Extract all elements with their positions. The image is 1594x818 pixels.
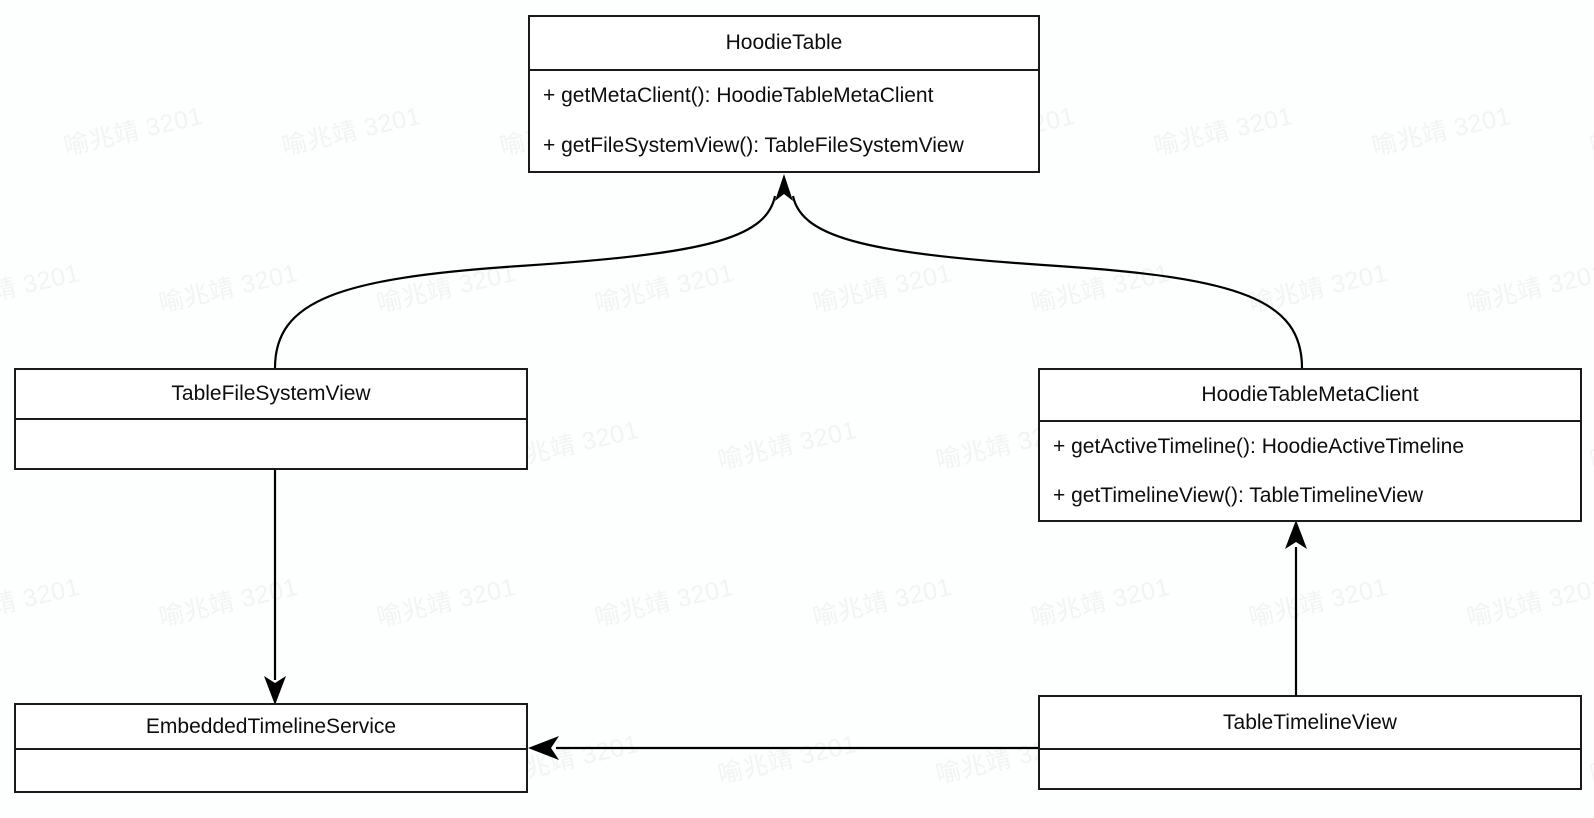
watermark-text: 喻兆靖 3201 — [373, 0, 519, 6]
watermark-text: 喻兆靖 3201 — [592, 573, 737, 633]
watermark-text: 喻兆靖 3201 — [1027, 0, 1173, 6]
class-box-embedded-timeline-service[interactable]: EmbeddedTimelineService — [14, 703, 528, 793]
watermark-text: 喻兆靖 3201 — [810, 259, 955, 319]
watermark-text: 喻兆靖 3201 — [1464, 573, 1594, 633]
class-box-hoodie-table-meta-client[interactable]: HoodieTableMetaClient + getActiveTimelin… — [1038, 368, 1582, 522]
class-title-hoodie-table-meta-client: HoodieTableMetaClient — [1040, 370, 1580, 422]
watermark-text: 喻兆靖 3201 — [156, 259, 301, 319]
class-member: + getMetaClient(): HoodieTableMetaClient — [543, 84, 934, 108]
watermark-text: 喻兆靖 3201 — [0, 259, 83, 319]
class-title-embedded-timeline-service: EmbeddedTimelineService — [16, 705, 526, 750]
watermark-text: 喻兆靖 3201 — [1028, 259, 1173, 319]
watermark-text: 喻兆靖 3201 — [1028, 573, 1173, 633]
watermark-text: 喻兆靖 3201 — [1463, 0, 1594, 6]
watermark-text: 喻兆靖 3201 — [156, 573, 301, 633]
relationship-tablefilesystemview-to-embeddedtimelineservice — [264, 470, 286, 705]
watermark-text: 喻兆靖 3201 — [1587, 730, 1594, 790]
class-title-hoodie-table: HoodieTable — [530, 17, 1038, 71]
watermark-text: 喻兆靖 3201 — [810, 573, 955, 633]
watermark-text: 喻兆靖 3201 — [1151, 102, 1296, 162]
relationship-tabletimelineview-to-hoodietablemetaclient — [1285, 520, 1307, 695]
watermark-text: 喻兆靖 3201 — [374, 573, 519, 633]
watermark-text: 喻兆靖 3201 — [1464, 259, 1594, 319]
class-members-table-file-system-view — [16, 420, 526, 468]
class-members-hoodie-table-meta-client: + getActiveTimeline(): HoodieActiveTimel… — [1040, 422, 1580, 520]
watermark-text: 喻兆靖 3201 — [1369, 102, 1514, 162]
class-member: + getActiveTimeline(): HoodieActiveTimel… — [1053, 434, 1465, 458]
watermark-text: 喻兆靖 3201 — [279, 102, 424, 162]
watermark-text: 喻兆靖 3201 — [374, 259, 519, 319]
watermark-text: 喻兆靖 3201 — [0, 573, 83, 633]
watermark-text: 喻兆靖 3201 — [1587, 102, 1594, 162]
watermark-text: 喻兆靖 3201 — [1246, 573, 1391, 633]
watermark-text: 喻兆靖 3201 — [809, 0, 955, 6]
watermark-text: 喻兆靖 3201 — [0, 0, 83, 6]
watermark-text: 喻兆靖 3201 — [1246, 259, 1391, 319]
class-members-table-timeline-view — [1040, 750, 1580, 790]
class-box-hoodie-table[interactable]: HoodieTable + getMetaClient(): HoodieTab… — [528, 15, 1040, 173]
class-title-table-timeline-view: TableTimelineView — [1040, 697, 1580, 750]
class-members-embedded-timeline-service — [16, 750, 526, 791]
watermark-text: 喻兆靖 3201 — [1245, 0, 1391, 6]
class-members-hoodie-table: + getMetaClient(): HoodieTableMetaClient… — [530, 71, 1038, 171]
class-member: + getFileSystemView(): TableFileSystemVi… — [543, 134, 964, 158]
watermark-text: 喻兆靖 3201 — [155, 0, 301, 6]
class-title-table-file-system-view: TableFileSystemView — [16, 370, 526, 420]
watermark-text: 喻兆靖 3201 — [715, 730, 860, 790]
relationship-tabletimelineview-to-embeddedtimelineservice — [528, 736, 1040, 760]
watermark-text: 喻兆靖 3201 — [1587, 416, 1594, 476]
watermark-text: 喻兆靖 3201 — [591, 0, 737, 6]
watermark-text: 喻兆靖 3201 — [61, 102, 206, 162]
class-box-table-timeline-view[interactable]: TableTimelineView — [1038, 695, 1582, 790]
watermark-text: 喻兆靖 3201 — [715, 416, 860, 476]
relationship-hoodietablemetaclient-to-hoodietable — [791, 195, 1304, 369]
class-box-table-file-system-view[interactable]: TableFileSystemView — [14, 368, 528, 470]
watermark-text: 喻兆靖 3201 — [592, 259, 737, 319]
relationship-tablefilesystemview-to-hoodietable — [273, 174, 793, 369]
class-member: + getTimelineView(): TableTimelineView — [1053, 483, 1424, 507]
